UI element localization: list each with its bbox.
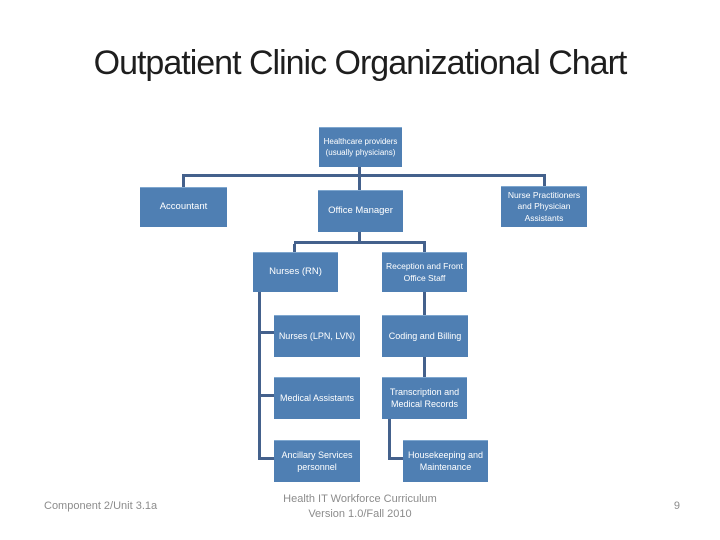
footer-curriculum-line1: Health IT Workforce Curriculum	[283, 493, 437, 505]
org-node-nurse-practitioners: Nurse Practitioners and Physician Assist…	[501, 186, 587, 227]
org-node-reception-front-office: Reception and Front Office Staff	[382, 252, 467, 292]
connector-level3-horizontal	[294, 241, 426, 244]
connector-stub-nurses-lpn	[261, 331, 274, 334]
connector-stub-medical-assistants	[261, 394, 274, 397]
connector-office-manager-down	[358, 232, 361, 242]
connector-stub-housekeeping	[388, 457, 403, 460]
connector-level2-horizontal	[182, 174, 546, 177]
connector-nurses-rn-hang-line	[258, 292, 261, 460]
connector-stub-ancillary	[261, 457, 274, 460]
org-node-healthcare-providers: Healthcare providers (usually physicians…	[319, 127, 402, 167]
org-node-medical-assistants: Medical Assistants	[274, 377, 360, 419]
connector-coding-to-transcription	[423, 357, 426, 377]
org-node-coding-billing: Coding and Billing	[382, 315, 468, 357]
slide-title: Outpatient Clinic Organizational Chart	[93, 44, 628, 82]
connector-reception-to-coding	[423, 292, 426, 315]
connector-healthcare-to-level2	[358, 167, 361, 190]
org-node-transcription-records: Transcription and Medical Records	[382, 377, 467, 419]
org-node-nurses-rn: Nurses (RN)	[253, 252, 338, 292]
connector-drop-accountant	[182, 177, 185, 187]
connector-drop-reception	[423, 244, 426, 252]
footer-component-unit: Component 2/Unit 3.1a	[44, 500, 158, 512]
org-node-office-manager: Office Manager	[318, 190, 403, 232]
org-node-nurses-lpn-lvn: Nurses (LPN, LVN)	[274, 315, 360, 357]
connector-transcription-hang-line	[388, 419, 391, 460]
connector-drop-nurse-practitioners	[543, 177, 546, 186]
footer-curriculum-line2: Version 1.0/Fall 2010	[308, 507, 412, 520]
footer-curriculum-info: Health IT Workforce Curriculum Version 1…	[240, 492, 480, 522]
connector-drop-nurses-rn	[293, 244, 296, 252]
org-node-housekeeping-maintenance: Housekeeping and Maintenance	[403, 440, 488, 482]
org-node-ancillary-services: Ancillary Services personnel	[274, 440, 360, 482]
footer-page-number: 9	[673, 500, 680, 512]
org-node-accountant: Accountant	[140, 187, 227, 227]
